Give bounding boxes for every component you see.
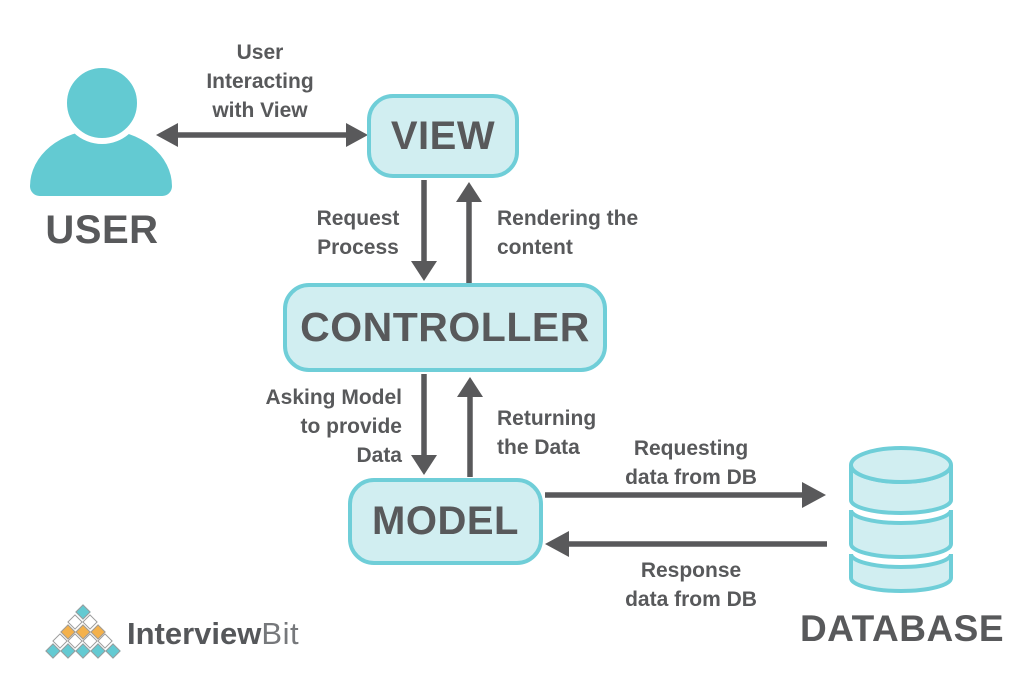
logo-brand-bold: Interview	[127, 616, 262, 651]
interviewbit-logo-text: InterviewBit	[127, 615, 299, 653]
edge-label-requesting-data-from-db: Requesting data from DB	[625, 437, 757, 489]
user-icon-head	[61, 62, 143, 144]
edge-label-request-process: Request Process	[316, 207, 400, 259]
arrow-database-to-model	[545, 531, 827, 557]
arrow-user-view-bidirectional	[156, 123, 368, 147]
user-label: USER	[45, 208, 159, 252]
edge-label-asking-model-to-provide-data: Asking Model to provide Data	[265, 386, 402, 467]
edge-label-response-data-from-db: Response data from DB	[625, 559, 757, 611]
edge-label-user-interacting-with-view: User Interacting with View	[206, 41, 314, 122]
arrow-model-to-database	[545, 482, 826, 508]
arrow-view-to-controller	[411, 180, 437, 281]
node-model-label: MODEL	[372, 499, 519, 543]
node-controller-label: CONTROLLER	[300, 304, 590, 350]
logo-brand-light: Bit	[261, 616, 300, 651]
node-view-label: VIEW	[390, 113, 496, 158]
arrow-controller-to-model	[411, 374, 437, 475]
arrow-controller-to-view	[456, 182, 482, 286]
node-model: MODEL	[348, 478, 543, 565]
database-icon	[849, 446, 953, 593]
arrow-model-to-controller	[457, 377, 483, 477]
node-view: VIEW	[367, 94, 519, 178]
database-label: DATABASE	[799, 608, 1005, 649]
interviewbit-logo-mark	[40, 598, 130, 664]
node-controller: CONTROLLER	[283, 283, 607, 372]
edge-label-returning-the-data: Returning the Data	[497, 407, 597, 459]
edge-label-rendering-the-content: Rendering the content	[497, 207, 639, 259]
